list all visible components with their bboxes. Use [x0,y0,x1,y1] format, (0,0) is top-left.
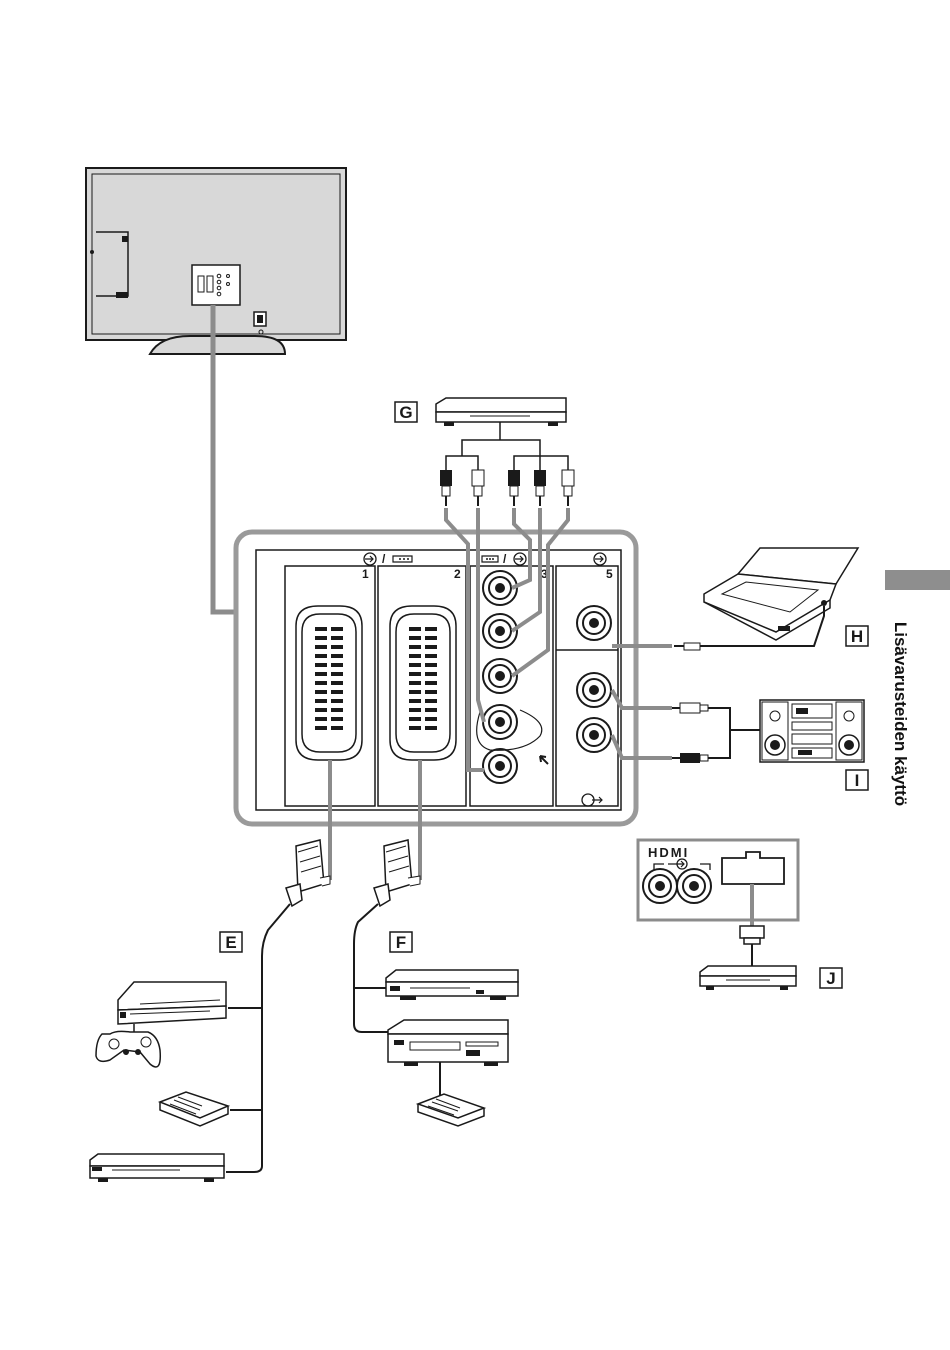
hdmi-audio-jack-l [643,869,677,903]
device-e-recorder [90,1154,224,1182]
jack-number-5: 5 [606,567,613,581]
scart-connector-2 [390,606,456,760]
scart-plug-f [374,840,420,906]
callout-e: E [225,933,236,952]
device-e-decoder [160,1092,228,1126]
callout-j: J [826,969,835,988]
audio-jack-r [483,749,517,783]
device-f-vcr [388,1020,508,1066]
callout-i: I [855,771,860,790]
minijack-plug [674,643,700,650]
hdmi-audio-jack-r [677,869,711,903]
device-j-hdmi-player [700,966,796,990]
callout-g: G [399,403,412,422]
device-e-game-console [96,982,226,1067]
component-jack-pr [483,659,517,693]
device-f-decoder [418,1094,484,1126]
component-jack-pb [483,614,517,648]
callout-h: H [851,627,863,646]
rca-plugs-audio-out [672,703,708,763]
audio-jack-l [483,705,517,739]
audio-out-jack-r [577,718,611,752]
scart-plug-e [286,840,330,906]
hdmi-panel: HDMI [638,840,798,920]
component-jack-y [483,571,517,605]
connector-panel: / / 1 2 3 5 [236,532,636,824]
cable-tree-f [354,904,390,1032]
jack-number-1: 1 [362,567,369,581]
audio-out-jack-l [577,673,611,707]
device-g-dvd-player [436,398,574,506]
hdmi-plug [740,926,764,966]
scart-connector-1 [296,606,362,760]
hdmi-logo: HDMI [648,845,689,860]
device-h-laptop [704,548,858,640]
device-i-hifi-system [760,700,864,762]
headphone-input-jack [577,606,611,640]
hifi-audio-cable [708,708,760,758]
device-f-dvd-recorder [386,970,518,1000]
tv-rear-view [86,168,346,354]
callout-f: F [396,933,406,952]
jack-number-2: 2 [454,567,461,581]
